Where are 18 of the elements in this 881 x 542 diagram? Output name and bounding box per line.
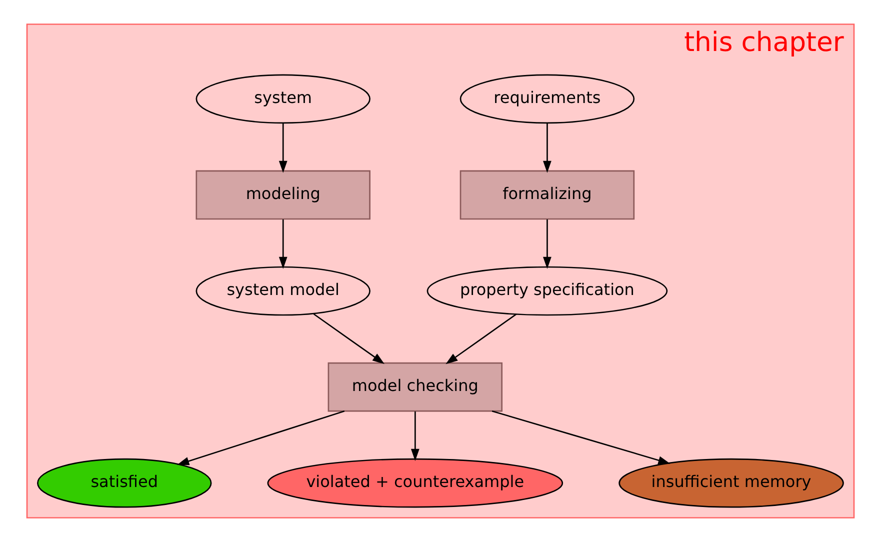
node-ellipse: property specification — [426, 266, 668, 316]
arrow — [543, 219, 552, 269]
node-ellipse: requirements — [460, 74, 635, 124]
arrow — [278, 219, 288, 269]
arrow — [446, 314, 517, 364]
node-box: model checking — [328, 362, 503, 412]
arrow — [278, 123, 288, 173]
arrow — [313, 313, 384, 364]
arrow — [492, 410, 670, 464]
node-ellipse: system — [196, 74, 370, 124]
arrow — [410, 411, 420, 461]
node-box: modeling — [196, 170, 370, 220]
node-box: formalizing — [460, 170, 635, 220]
node-ellipse: violated + counterexample — [267, 458, 564, 508]
arrow — [177, 410, 345, 466]
node-ellipse: insufficient memory — [618, 458, 844, 508]
node-ellipse: system model — [196, 266, 370, 316]
arrow — [543, 123, 552, 173]
